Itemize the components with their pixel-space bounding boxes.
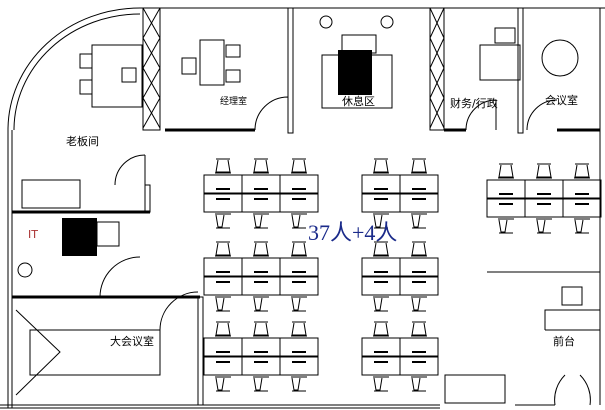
chair bbox=[411, 321, 427, 337]
chair bbox=[253, 376, 269, 392]
chair bbox=[373, 241, 389, 257]
cluster-c1 bbox=[486, 163, 602, 234]
cluster-a1 bbox=[203, 158, 319, 229]
workstations bbox=[203, 158, 602, 392]
desk bbox=[203, 257, 243, 277]
desk bbox=[279, 276, 319, 296]
desk bbox=[279, 174, 319, 194]
desk bbox=[241, 193, 281, 213]
sofa bbox=[21, 179, 81, 209]
chair bbox=[373, 213, 389, 229]
chair bbox=[498, 163, 514, 179]
room-label-reception: 前台 bbox=[553, 334, 575, 348]
chair bbox=[373, 376, 389, 392]
desk bbox=[241, 276, 281, 296]
chair bbox=[215, 213, 231, 229]
chair bbox=[411, 241, 427, 257]
room-label-boss: 老板间 bbox=[66, 134, 99, 148]
chair bbox=[253, 296, 269, 312]
reception-sofa bbox=[444, 374, 506, 404]
desk bbox=[524, 179, 564, 199]
room-label-lounge: 休息区 bbox=[342, 94, 375, 108]
cluster-b2 bbox=[361, 241, 439, 312]
desk bbox=[279, 356, 319, 376]
desk bbox=[279, 257, 319, 277]
chair bbox=[291, 296, 307, 312]
desk bbox=[399, 174, 439, 194]
cluster-b1 bbox=[361, 158, 439, 229]
desk bbox=[562, 179, 602, 199]
chair bbox=[411, 213, 427, 229]
chair bbox=[373, 158, 389, 174]
desk bbox=[399, 276, 439, 296]
desk bbox=[399, 356, 439, 376]
chair bbox=[536, 218, 552, 234]
chair bbox=[536, 163, 552, 179]
chair bbox=[215, 376, 231, 392]
desk bbox=[241, 257, 281, 277]
desk bbox=[399, 257, 439, 277]
desk bbox=[279, 337, 319, 357]
walls bbox=[0, 7, 605, 409]
desk bbox=[399, 193, 439, 213]
desk bbox=[203, 337, 243, 357]
desk bbox=[241, 337, 281, 357]
cluster-a2 bbox=[203, 241, 319, 312]
desk bbox=[486, 198, 526, 218]
desk bbox=[399, 337, 439, 357]
desk bbox=[203, 193, 243, 213]
room-label-it: IT bbox=[28, 228, 38, 241]
desk bbox=[361, 337, 401, 357]
desk bbox=[486, 179, 526, 199]
desk bbox=[203, 174, 243, 194]
room-label-big-meeting: 大会议室 bbox=[110, 334, 154, 348]
boss-desk bbox=[91, 44, 143, 108]
desk bbox=[361, 257, 401, 277]
chair bbox=[291, 321, 307, 337]
chair bbox=[411, 158, 427, 174]
chair bbox=[291, 158, 307, 174]
chair bbox=[215, 296, 231, 312]
round-table bbox=[541, 39, 579, 77]
desk bbox=[241, 174, 281, 194]
room-label-finance: 财务/行政 bbox=[450, 96, 498, 110]
chair bbox=[215, 158, 231, 174]
manager-desk bbox=[199, 39, 225, 86]
chair bbox=[373, 321, 389, 337]
chair bbox=[373, 296, 389, 312]
chair bbox=[291, 241, 307, 257]
desk bbox=[279, 193, 319, 213]
room-label-manager: 经理室 bbox=[220, 95, 247, 107]
chair bbox=[253, 321, 269, 337]
chair bbox=[291, 213, 307, 229]
chair bbox=[574, 163, 590, 179]
desk bbox=[562, 198, 602, 218]
chair bbox=[253, 213, 269, 229]
furniture bbox=[15, 15, 583, 404]
desk bbox=[203, 356, 243, 376]
headcount-label: 37人+4人 bbox=[308, 220, 397, 245]
desk bbox=[361, 356, 401, 376]
desk bbox=[203, 276, 243, 296]
cluster-a3 bbox=[203, 321, 319, 392]
big-meeting-table bbox=[29, 329, 161, 376]
desk bbox=[361, 276, 401, 296]
desk bbox=[361, 174, 401, 194]
desk bbox=[361, 193, 401, 213]
chair bbox=[411, 296, 427, 312]
desk bbox=[241, 356, 281, 376]
chair bbox=[411, 376, 427, 392]
chair bbox=[253, 241, 269, 257]
room-label-meeting: 会议室 bbox=[545, 93, 578, 107]
desk bbox=[524, 198, 564, 218]
chair bbox=[291, 376, 307, 392]
chair bbox=[498, 218, 514, 234]
chair bbox=[574, 218, 590, 234]
chair bbox=[215, 241, 231, 257]
cluster-b3 bbox=[361, 321, 439, 392]
chair bbox=[253, 158, 269, 174]
chair bbox=[215, 321, 231, 337]
